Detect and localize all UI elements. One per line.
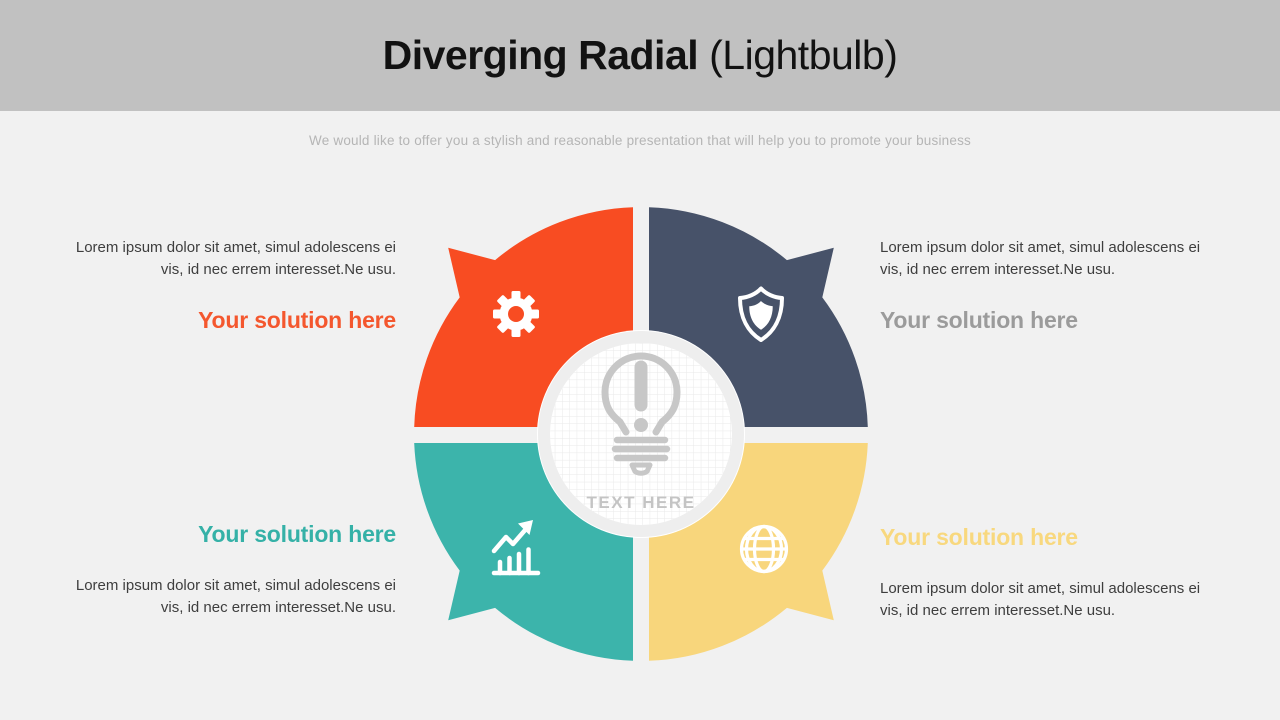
gear-icon	[493, 291, 539, 337]
solution-block-bottom-right: Your solution here Lorem ipsum dolor sit…	[880, 524, 1210, 622]
lightbulb-icon	[601, 352, 681, 476]
solution-block-top-left: Lorem ipsum dolor sit amet, simul adoles…	[66, 237, 396, 334]
solution-block-top-right: Lorem ipsum dolor sit amet, simul adoles…	[880, 237, 1210, 334]
title-paren: (Lightbulb)	[709, 32, 898, 78]
solution-body: Lorem ipsum dolor sit amet, simul adoles…	[880, 580, 1201, 619]
solution-body: Lorem ipsum dolor sit amet, simul adoles…	[880, 239, 1201, 278]
header-band: Diverging Radial(Lightbulb)	[0, 0, 1280, 111]
solution-heading: Your solution here	[198, 307, 396, 333]
diverging-radial-diagram: TEXT HERE	[414, 207, 868, 661]
solution-heading: Your solution here	[198, 521, 396, 547]
slide-subtitle: We would like to offer you a stylish and…	[309, 133, 971, 148]
growth-chart-icon	[491, 520, 541, 576]
title-main: Diverging Radial	[382, 32, 699, 78]
shield-icon	[738, 286, 784, 342]
solution-heading: Your solution here	[880, 307, 1078, 333]
solution-block-bottom-left: Your solution here Lorem ipsum dolor sit…	[66, 521, 396, 619]
page-title: Diverging Radial(Lightbulb)	[383, 32, 898, 79]
center-hub: TEXT HERE	[537, 330, 745, 538]
center-hub-grid	[550, 343, 732, 525]
center-hub-label: TEXT HERE	[587, 493, 696, 512]
solution-body: Lorem ipsum dolor sit amet, simul adoles…	[75, 577, 396, 616]
solution-heading: Your solution here	[880, 524, 1078, 550]
globe-icon	[739, 524, 789, 574]
center-hub-ring	[538, 331, 744, 537]
solution-body: Lorem ipsum dolor sit amet, simul adoles…	[75, 239, 396, 278]
